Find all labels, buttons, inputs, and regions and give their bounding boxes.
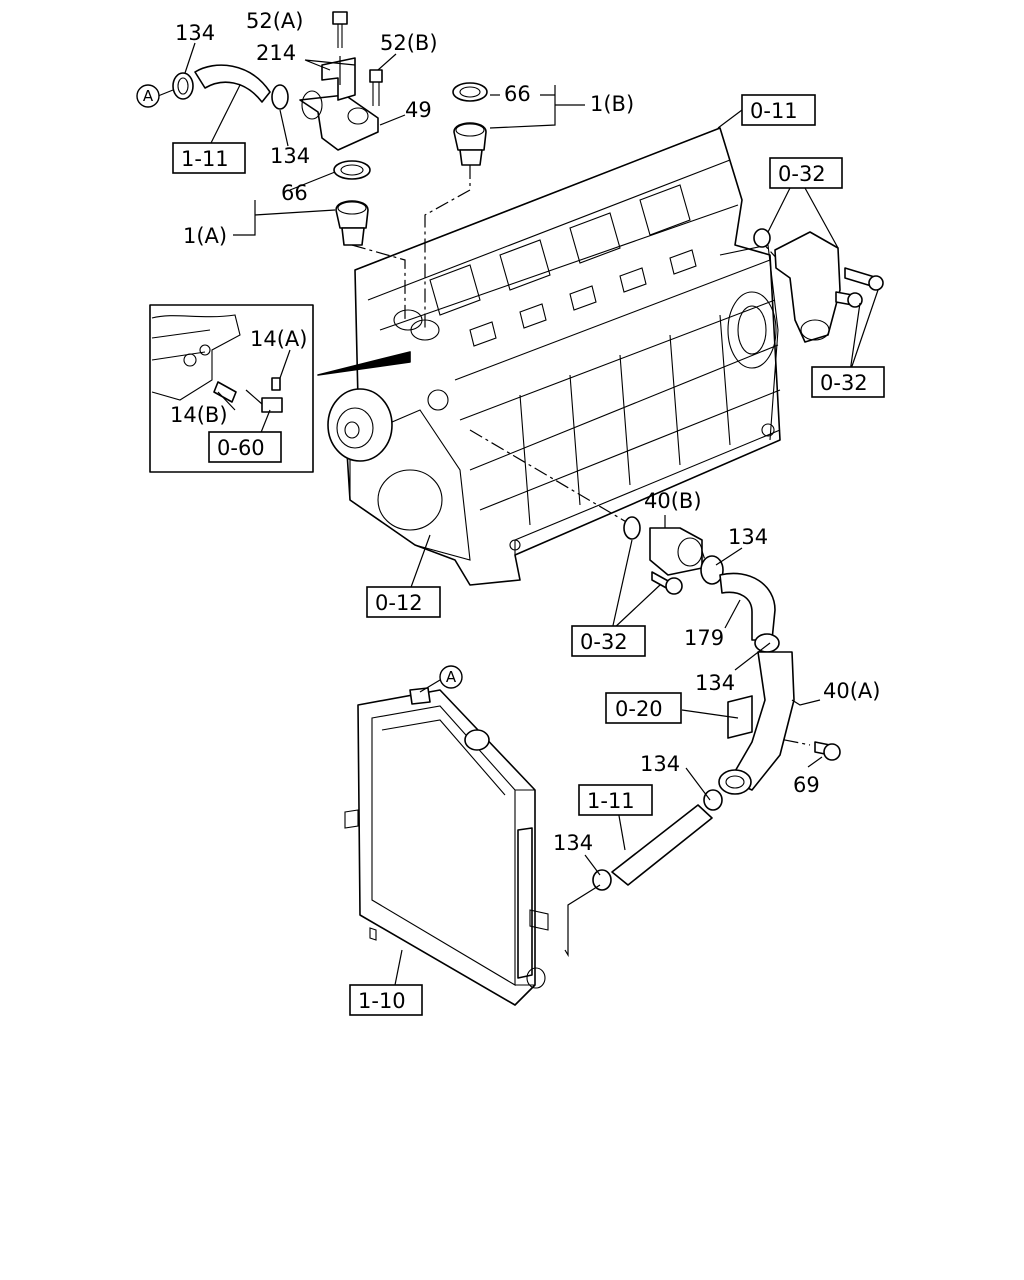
label-clamp-134-bottom-left: 134 <box>553 831 593 855</box>
label-clamp-134-top-mid: 134 <box>270 144 310 168</box>
label-bolt-69: 69 <box>793 773 820 797</box>
ref-box-bracket-side: 0-20 <box>605 692 682 724</box>
ref-text-cylinder-block: 0-12 <box>375 591 423 615</box>
label-clamp-134-bottom-mid: 134 <box>640 752 680 776</box>
label-plug-14b: 14(B) <box>170 403 228 427</box>
ref-text-cylinder-head: 0-11 <box>750 99 798 123</box>
ref-box-pump-side: 0-32 <box>571 625 646 657</box>
water-outlet-group <box>753 228 884 343</box>
label-gasket-66-right: 66 <box>504 82 531 106</box>
connector-text-radiator: A <box>446 668 457 686</box>
part-labels: 134 52(A) 214 52(B) 134 49 66 1(A) 66 1(… <box>170 9 880 855</box>
label-housing-49: 49 <box>405 98 432 122</box>
ref-box-hose-lower: 1-11 <box>578 784 653 816</box>
ref-box-outlet-bolts: 0-32 <box>811 366 885 398</box>
label-clamp-134-mid: 134 <box>728 525 768 549</box>
label-hose-179: 179 <box>684 626 724 650</box>
ref-box-radiator: 1-10 <box>349 984 423 1016</box>
ref-box-hose-top: 1-11 <box>172 142 246 174</box>
ref-text-radiator: 1-10 <box>358 989 406 1013</box>
label-pipe-40b: 40(B) <box>644 489 702 513</box>
connector-marker-top: A <box>136 84 160 108</box>
hose-179-illustration <box>719 572 776 641</box>
label-gasket-66-left: 66 <box>281 181 308 205</box>
sensor-detail-inset <box>149 304 411 473</box>
ref-text-outlet-top: 0-32 <box>778 162 826 186</box>
ref-box-outlet-top: 0-32 <box>769 157 843 189</box>
engine-block-illustration <box>327 127 781 586</box>
ref-text-hose-top: 1-11 <box>181 147 229 171</box>
connector-text-top: A <box>143 87 154 105</box>
connector-markers: A A <box>136 84 463 689</box>
ref-text-bracket-side: 0-20 <box>615 697 663 721</box>
label-bolt-52b: 52(B) <box>380 31 438 55</box>
ref-box-cylinder-head: 0-11 <box>741 94 816 126</box>
lower-hose-group <box>592 789 723 891</box>
connector-marker-radiator: A <box>439 665 463 689</box>
label-clamp-134-lower: 134 <box>695 671 735 695</box>
ref-box-cylinder-block: 0-12 <box>366 586 441 618</box>
label-bolt-52a: 52(A) <box>246 9 303 33</box>
ref-text-pump-side: 0-32 <box>580 630 628 654</box>
leader-lines <box>157 42 879 986</box>
label-thermostat-1a: 1(A) <box>183 224 227 248</box>
label-thermostat-1b: 1(B) <box>590 92 634 116</box>
label-sensor-14a: 14(A) <box>250 327 307 351</box>
label-bracket-214: 214 <box>256 41 296 65</box>
ref-box-sensor-detail: 0-60 <box>208 431 282 463</box>
thermostat-housing-group <box>172 11 488 246</box>
pipe-40a-group <box>718 633 841 795</box>
reference-boxes: 1-11 0-11 0-32 0-32 0-60 0-12 0-32 0-20 <box>172 94 885 1016</box>
pipe-40b-group <box>623 516 724 595</box>
ref-text-sensor-detail: 0-60 <box>217 436 265 460</box>
label-clamp-134-top-left: 134 <box>175 21 215 45</box>
ref-text-hose-lower: 1-11 <box>587 789 635 813</box>
ref-text-outlet-bolts: 0-32 <box>820 371 868 395</box>
radiator-illustration <box>344 687 549 1006</box>
label-pipe-40a: 40(A) <box>823 679 880 703</box>
